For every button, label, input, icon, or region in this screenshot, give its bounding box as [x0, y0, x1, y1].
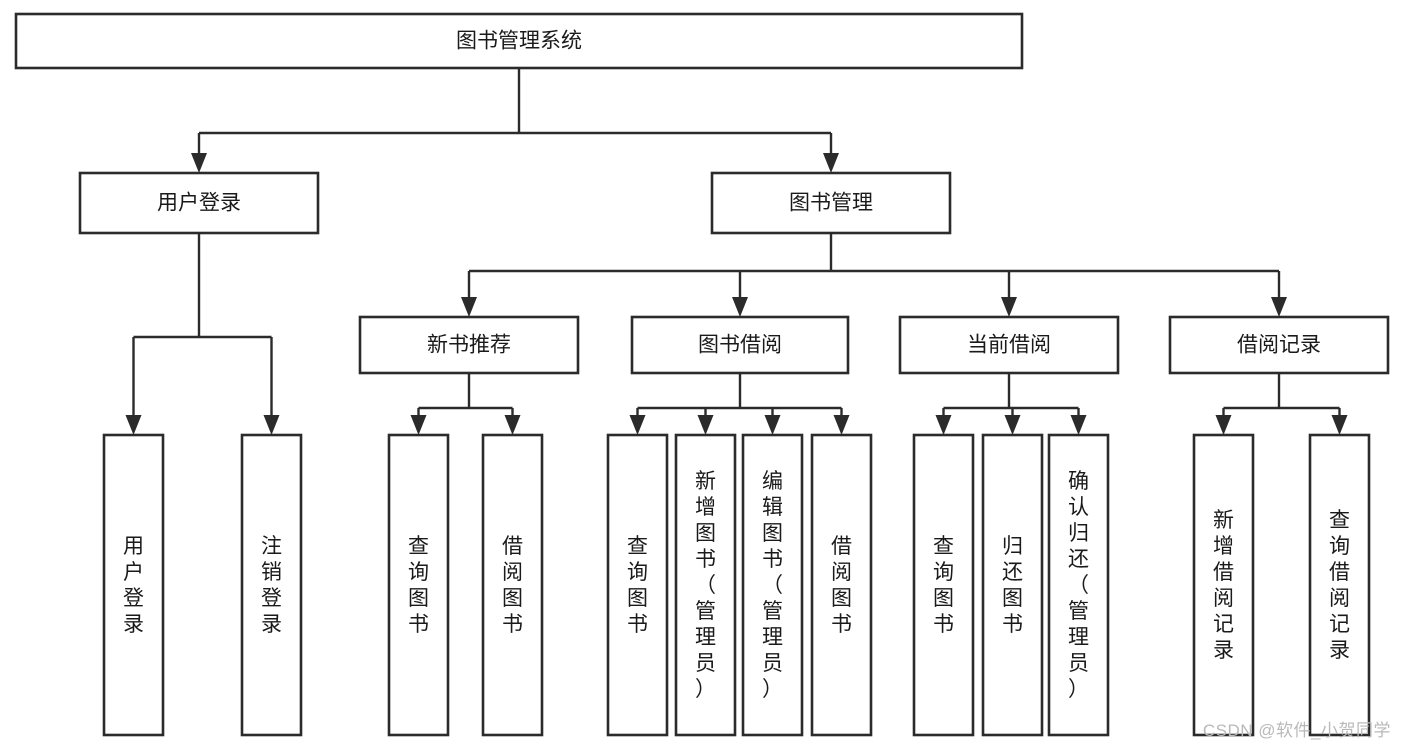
arrow-head-icon	[1331, 415, 1348, 435]
arrow-head-icon	[1070, 415, 1087, 435]
arrow-head-icon	[461, 297, 477, 317]
node-box-root[interactable]	[14, 12, 1024, 70]
node-leaf-query-record[interactable]: 查询借阅记录	[1308, 433, 1371, 737]
node-borrow-record[interactable]: 借阅记录	[1168, 315, 1390, 375]
arrow-head-icon	[1215, 415, 1232, 435]
edge-root-split	[191, 68, 839, 173]
arrow-head-icon	[697, 415, 714, 435]
edges-layer	[125, 68, 1348, 435]
node-leaf-borrow-book-1[interactable]: 借阅图书	[481, 433, 544, 737]
node-box-leaf-logout[interactable]	[240, 433, 303, 737]
node-label-current-borrow: 当前借阅	[967, 334, 1051, 357]
node-leaf-return-book[interactable]: 归还图书	[981, 433, 1044, 737]
node-label-book-borrow: 图书借阅	[698, 334, 782, 357]
node-label-leaf-query-record: 查询借阅记录	[1329, 509, 1350, 662]
arrow-head-icon	[833, 415, 850, 435]
arrow-head-icon	[823, 153, 839, 173]
node-new-book-recommend[interactable]: 新书推荐	[358, 315, 580, 375]
node-box-book-borrow[interactable]	[630, 315, 850, 375]
arrow-head-icon	[629, 415, 646, 435]
arrow-head-icon	[1004, 415, 1021, 435]
node-label-user-login: 用户登录	[157, 192, 241, 215]
edge-bookborrow-split	[629, 373, 850, 435]
node-user-login[interactable]: 用户登录	[78, 171, 320, 235]
node-leaf-edit-book[interactable]: 编辑图书（管理员）	[741, 433, 804, 737]
arrow-head-icon	[1001, 297, 1017, 317]
node-box-borrow-record[interactable]	[1168, 315, 1390, 375]
edge-bookmanage-split	[461, 233, 1287, 317]
node-leaf-query-book-3[interactable]: 查询图书	[912, 433, 975, 737]
node-box-leaf-confirm-return[interactable]	[1047, 433, 1110, 737]
arrow-head-icon	[935, 415, 952, 435]
node-box-leaf-borrow-book-1[interactable]	[481, 433, 544, 737]
arrow-head-icon	[263, 415, 280, 435]
node-label-new-book-recommend: 新书推荐	[427, 334, 511, 357]
edge-borrowrecord-split	[1215, 373, 1348, 435]
node-box-leaf-edit-book[interactable]	[741, 433, 804, 737]
node-label-book-manage: 图书管理	[789, 192, 873, 215]
node-label-leaf-edit-book: 编辑图书（管理员）	[762, 470, 783, 701]
node-leaf-add-book[interactable]: 新增图书（管理员）	[674, 433, 737, 737]
arrow-head-icon	[764, 415, 781, 435]
node-box-leaf-add-record[interactable]	[1192, 433, 1255, 737]
edge-currentborrow-split	[935, 373, 1087, 435]
node-label-root: 图书管理系统	[456, 30, 582, 53]
node-box-leaf-user-login[interactable]	[102, 433, 165, 737]
node-box-leaf-query-book-3[interactable]	[912, 433, 975, 737]
node-box-book-manage[interactable]	[710, 171, 952, 235]
node-root[interactable]: 图书管理系统	[14, 12, 1024, 70]
node-label-leaf-confirm-return: 确认归还（管理员）	[1068, 470, 1089, 701]
arrow-head-icon	[410, 415, 427, 435]
edge-newbook-split	[410, 373, 521, 435]
node-leaf-query-book-1[interactable]: 查询图书	[387, 433, 450, 737]
node-label-leaf-borrow-book-2: 借阅图书	[831, 535, 852, 636]
node-box-leaf-query-book-1[interactable]	[387, 433, 450, 737]
node-leaf-borrow-book-2[interactable]: 借阅图书	[810, 433, 873, 737]
arrow-head-icon	[191, 153, 207, 173]
node-box-leaf-return-book[interactable]	[981, 433, 1044, 737]
arrow-head-icon	[125, 415, 142, 435]
node-label-leaf-add-record: 新增借阅记录	[1213, 509, 1234, 662]
node-label-leaf-query-book-3: 查询图书	[933, 535, 954, 636]
node-book-borrow[interactable]: 图书借阅	[630, 315, 850, 375]
node-leaf-confirm-return[interactable]: 确认归还（管理员）	[1047, 433, 1110, 737]
node-box-leaf-borrow-book-2[interactable]	[810, 433, 873, 737]
arrow-head-icon	[732, 297, 748, 317]
node-label-borrow-record: 借阅记录	[1237, 334, 1321, 357]
node-label-leaf-user-login: 用户登录	[123, 535, 144, 636]
node-label-leaf-logout: 注销登录	[261, 535, 282, 636]
node-label-leaf-query-book-1: 查询图书	[408, 535, 429, 636]
nodes-layer: 图书管理系统用户登录图书管理新书推荐图书借阅当前借阅借阅记录用户登录注销登录查询…	[14, 12, 1390, 737]
node-box-user-login[interactable]	[78, 171, 320, 235]
node-label-leaf-add-book: 新增图书（管理员）	[695, 470, 716, 701]
node-label-leaf-return-book: 归还图书	[1002, 535, 1023, 636]
node-box-leaf-query-book-2[interactable]	[606, 433, 669, 737]
edge-userlogin-split	[125, 233, 280, 435]
node-box-leaf-query-record[interactable]	[1308, 433, 1371, 737]
arrow-head-icon	[504, 415, 521, 435]
node-leaf-logout[interactable]: 注销登录	[240, 433, 303, 737]
node-label-leaf-query-book-2: 查询图书	[627, 535, 648, 636]
node-leaf-add-record[interactable]: 新增借阅记录	[1192, 433, 1255, 737]
arrow-head-icon	[1271, 297, 1287, 317]
node-label-leaf-borrow-book-1: 借阅图书	[502, 535, 523, 636]
node-box-leaf-add-book[interactable]	[674, 433, 737, 737]
node-current-borrow[interactable]: 当前借阅	[898, 315, 1120, 375]
node-leaf-user-login[interactable]: 用户登录	[102, 433, 165, 737]
node-book-manage[interactable]: 图书管理	[710, 171, 952, 235]
watermark: CSDN @软件_小贺同学	[1202, 721, 1391, 740]
node-box-current-borrow[interactable]	[898, 315, 1120, 375]
node-leaf-query-book-2[interactable]: 查询图书	[606, 433, 669, 737]
node-box-new-book-recommend[interactable]	[358, 315, 580, 375]
